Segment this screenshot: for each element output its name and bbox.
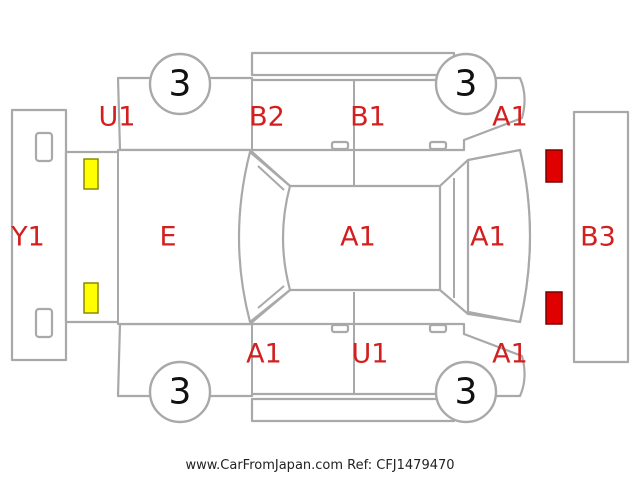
front-lamps: [83, 158, 99, 314]
rear-lamps: [545, 149, 563, 325]
label-front-right-door: U1: [352, 339, 389, 370]
label-rear-right-quarter: A1: [492, 339, 528, 370]
tire-front-left: 3: [148, 52, 212, 116]
front-lamp-right: [83, 282, 99, 314]
label-rear-bumper: B3: [580, 222, 616, 253]
footer-reference: www.CarFromJapan.com Ref: CFJ1479470: [185, 458, 455, 473]
rear-lamp-right: [545, 291, 563, 325]
tire-front-right: 3: [148, 360, 212, 424]
label-roof: A1: [340, 222, 376, 253]
label-trunk: A1: [470, 222, 506, 253]
front-lamp-left: [83, 158, 99, 190]
rear-lamp-left: [545, 149, 563, 183]
left-side-panels: [116, 51, 526, 186]
label-rear-left-door: B2: [249, 102, 285, 133]
rear-bumper: [572, 110, 630, 364]
label-rear-left-quarter: A1: [492, 102, 528, 133]
tire-front-left-grade: 3: [169, 64, 192, 105]
car-body: [64, 148, 532, 326]
front-bumper: [10, 108, 68, 362]
tire-rear-right-grade: 3: [455, 372, 478, 413]
right-side-panels: [116, 292, 526, 423]
tire-rear-left: 3: [434, 52, 498, 116]
tire-front-right-grade: 3: [169, 372, 192, 413]
label-front-bumper: Y1: [10, 222, 45, 253]
tire-rear-right: 3: [434, 360, 498, 424]
label-front-left-fender: U1: [99, 102, 136, 133]
label-hood: E: [159, 222, 176, 253]
label-front-right-fender: A1: [246, 339, 282, 370]
label-front-left-door: B1: [350, 102, 386, 133]
tire-rear-left-grade: 3: [455, 64, 478, 105]
